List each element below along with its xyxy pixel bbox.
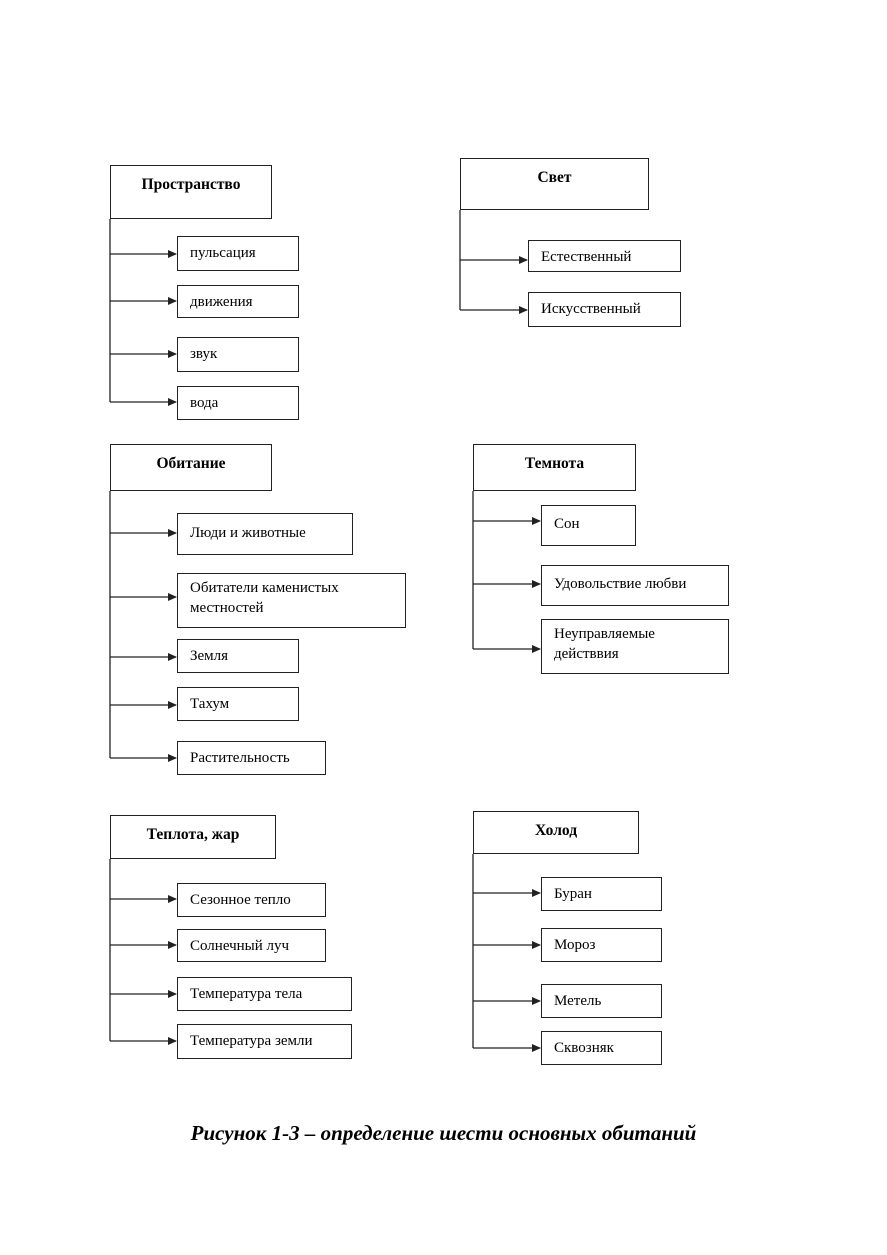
root-box-svet: Свет [460, 158, 649, 210]
item-rastitelnost: Растительность [177, 741, 326, 775]
item-iskusstvennyi: Искусственный [528, 292, 681, 327]
item-temperatura-zemli: Температура земли [177, 1024, 352, 1059]
connectors [109, 210, 541, 1052]
item-udovolstvie-lyubvi: Удовольствие любви [541, 565, 729, 606]
item-dvizheniya: движения [177, 285, 299, 318]
root-box-teplota-zhar: Теплота, жар [110, 815, 276, 859]
item-skvoznyak: Сквозняк [541, 1031, 662, 1065]
item-lyudi-i-zhivotnye: Люди и животные [177, 513, 353, 555]
root-box-prostranstvo: Пространство [110, 165, 272, 219]
item-metel: Метель [541, 984, 662, 1018]
item-buran: Буран [541, 877, 662, 911]
item-takhum: Тахум [177, 687, 299, 721]
item-temperatura-tela: Температура тела [177, 977, 352, 1011]
item-estestvennyi: Естественный [528, 240, 681, 272]
item-zvuk: звук [177, 337, 299, 372]
root-box-temnota: Темнота [473, 444, 636, 491]
item-moroz: Мороз [541, 928, 662, 962]
item-obitateli: Обитатели каменистых местностей [177, 573, 406, 628]
item-solnechnyi-luch: Солнечный луч [177, 929, 326, 962]
item-voda: вода [177, 386, 299, 420]
item-son: Сон [541, 505, 636, 546]
item-zemlya: Земля [177, 639, 299, 673]
item-neupravlyaemye: Неуправляемые действвия [541, 619, 729, 674]
item-sezonnoe-teplo: Сезонное тепло [177, 883, 326, 917]
figure-caption: Рисунок 1-3 – определение шести основных… [190, 1121, 697, 1145]
root-box-kholod: Холод [473, 811, 639, 854]
item-pulsatsiya: пульсация [177, 236, 299, 271]
root-box-obitanie: Обитание [110, 444, 272, 491]
